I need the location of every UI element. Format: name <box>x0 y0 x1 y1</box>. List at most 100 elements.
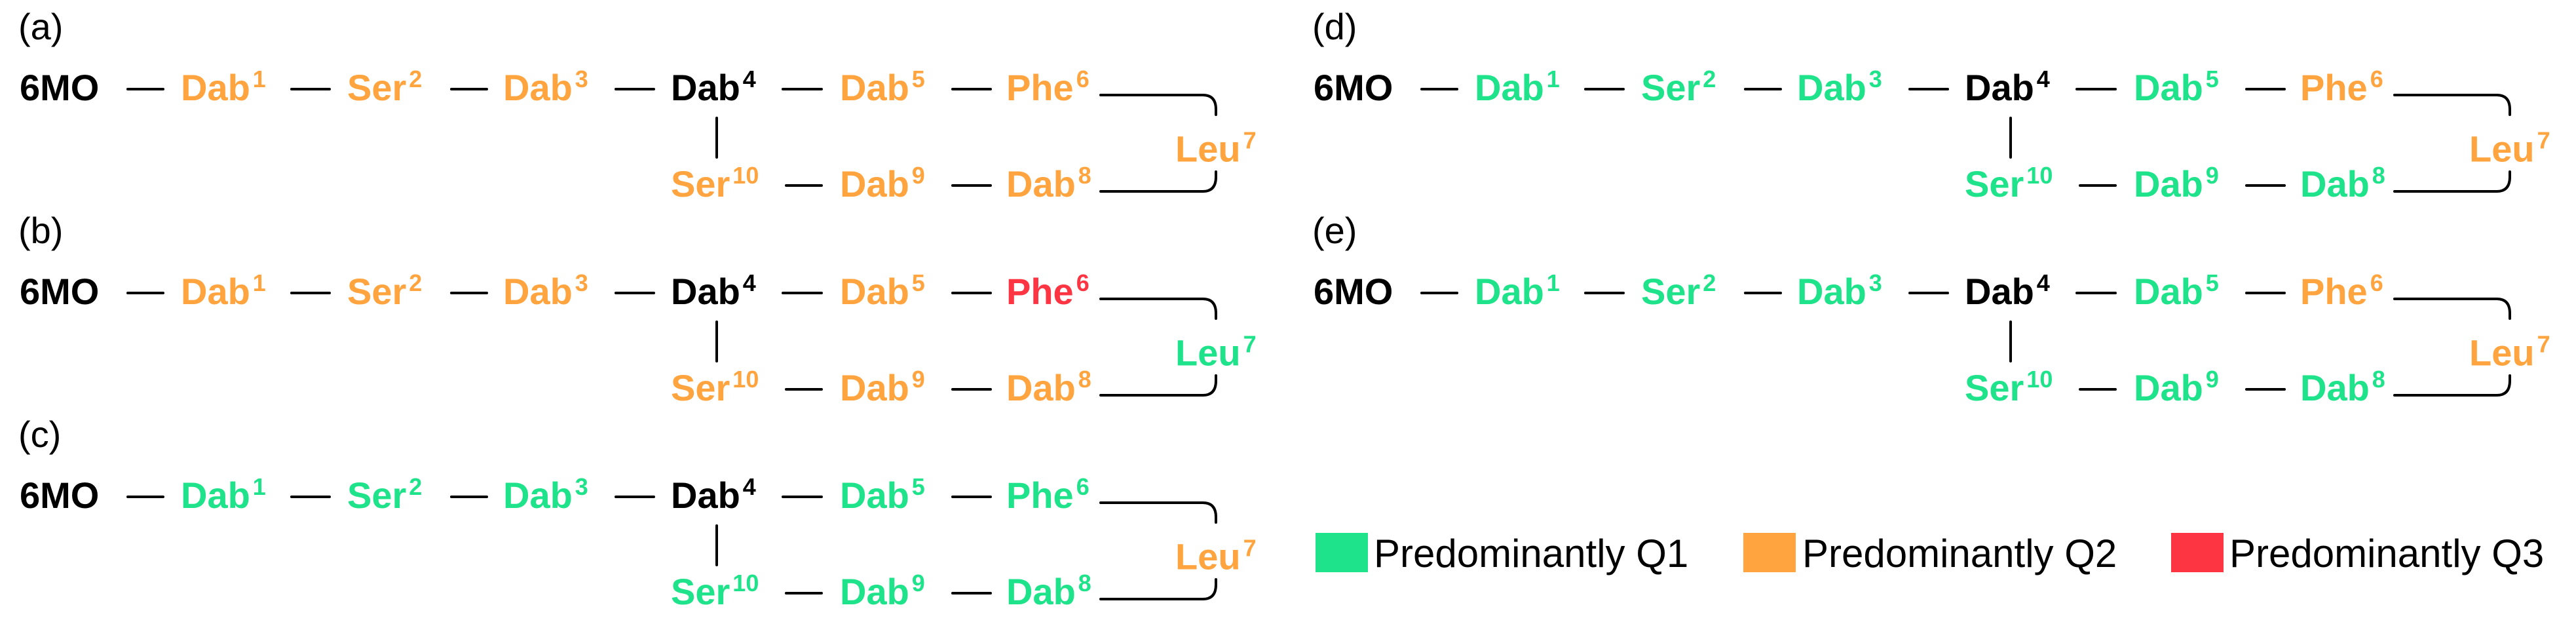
residue-number: 1 <box>253 66 266 92</box>
residue-name: Dab <box>1006 367 1076 408</box>
residue-name: Ser <box>671 571 730 612</box>
residue-name: Dab <box>2134 367 2203 408</box>
residue-name: Dab <box>2300 367 2370 408</box>
legend-label: Predominantly Q2 <box>1802 532 2117 575</box>
residue-number: 9 <box>2206 366 2219 393</box>
residue-number: 10 <box>732 570 759 596</box>
residue-number: 7 <box>1243 331 1257 358</box>
residue-name: Leu <box>1175 332 1241 374</box>
legend-swatch <box>1743 533 1796 572</box>
residue-number: 5 <box>912 66 925 92</box>
residue-number: 7 <box>1243 127 1257 154</box>
residue-name: Phe <box>1006 475 1074 516</box>
residue-name: Dab <box>2134 67 2203 108</box>
residue-name: Dab <box>1797 67 1866 108</box>
residue-name: Ser <box>1965 163 2024 205</box>
legend-item-q1: Predominantly Q1 <box>1316 532 1688 575</box>
residue-name: Dab <box>671 67 740 108</box>
residue-number: 1 <box>1547 66 1560 92</box>
residue-name: Phe <box>1006 271 1074 312</box>
residue-number: 8 <box>2372 162 2385 189</box>
legend-item-q3: Predominantly Q3 <box>2171 532 2544 575</box>
legend-label: Predominantly Q1 <box>1374 532 1688 575</box>
residue-number: 8 <box>2372 366 2385 393</box>
residue-number: 5 <box>2206 269 2219 296</box>
residue-name: Ser <box>347 271 406 312</box>
legend-swatch <box>1316 533 1368 572</box>
lipid-tail: 6MO <box>20 67 99 108</box>
residue-number: 6 <box>1076 473 1089 500</box>
residue-name: Ser <box>1965 367 2024 408</box>
residue-name: Ser <box>671 367 730 408</box>
residue-name: Leu <box>2469 332 2535 374</box>
ring-closure-bracket <box>1099 501 1217 600</box>
residue-name: Dab <box>2134 163 2203 205</box>
panel-label: (d) <box>1312 6 1357 47</box>
residue-number: 6 <box>2370 66 2383 92</box>
residue-name: Dab <box>671 475 740 516</box>
residue-number: 10 <box>732 366 759 393</box>
residue-name: Dab <box>840 271 909 312</box>
lipid-tail: 6MO <box>1314 271 1393 312</box>
legend-item-q2: Predominantly Q2 <box>1743 532 2117 575</box>
residue-number: 5 <box>2206 66 2219 92</box>
residue-name: Dab <box>671 271 740 312</box>
residue-number: 3 <box>1869 269 1882 296</box>
residue-number: 2 <box>1703 269 1716 296</box>
residue-number: 4 <box>743 473 756 500</box>
residue-name: Dab <box>1006 163 1076 205</box>
residue-name: Dab <box>1475 271 1544 312</box>
residue-number: 7 <box>1243 535 1257 562</box>
residue-number: 2 <box>409 66 422 92</box>
residue-number: 1 <box>253 269 266 296</box>
residue-number: 4 <box>2037 66 2050 92</box>
residue-number: 2 <box>409 269 422 296</box>
residue-number: 3 <box>575 269 588 296</box>
residue-number: 8 <box>1078 366 1091 393</box>
residue-name: Dab <box>1965 67 2034 108</box>
residue-number: 3 <box>1869 66 1882 92</box>
residue-number: 4 <box>743 269 756 296</box>
residue-name: Dab <box>840 475 909 516</box>
residue-name: Leu <box>2469 128 2535 170</box>
residue-name: Phe <box>1006 67 1074 108</box>
residue-number: 7 <box>2537 127 2550 154</box>
residue-name: Dab <box>2134 271 2203 312</box>
lipid-tail: 6MO <box>1314 67 1393 108</box>
residue-name: Phe <box>2300 67 2368 108</box>
residue-number: 10 <box>2026 162 2053 189</box>
